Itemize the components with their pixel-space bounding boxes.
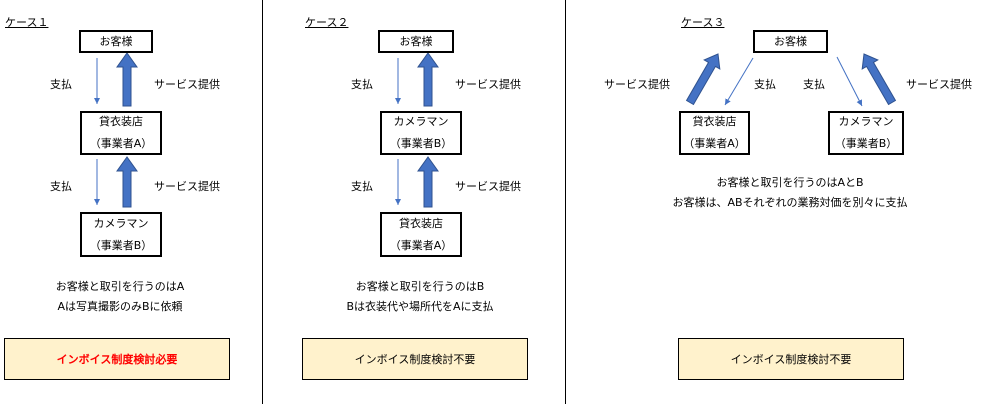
case2-service-label-2: サービス提供 bbox=[455, 180, 521, 193]
case2-service-arrow-2 bbox=[417, 156, 439, 208]
case2-customer-label: お客様 bbox=[399, 34, 433, 48]
case1-provider-b-role: （事業者B） bbox=[89, 238, 153, 252]
case1-pay-label-1: 支払 bbox=[50, 78, 72, 91]
case1-provider-b-name: カメラマン bbox=[93, 216, 149, 230]
case3-verdict-box: インボイス制度検討不要 bbox=[678, 338, 904, 380]
case3-customer-label: お客様 bbox=[774, 34, 807, 48]
case1-provider-a-name: 貸衣装店 bbox=[99, 115, 143, 128]
case3-provider-b-box: カメラマン （事業者B） bbox=[828, 111, 904, 155]
column-divider-1 bbox=[262, 0, 263, 404]
case3-provider-b-role: （事業者B） bbox=[834, 137, 898, 150]
case1-provider-b-box: カメラマン （事業者B） bbox=[80, 212, 162, 257]
case2-provider-b-box: カメラマン （事業者B） bbox=[380, 111, 462, 155]
case2-verdict-box: インボイス制度検討不要 bbox=[302, 338, 528, 380]
case1-service-arrow-2 bbox=[116, 156, 138, 208]
case2-pay-label-1: 支払 bbox=[351, 78, 373, 91]
case2-provider-a-name: 貸衣装店 bbox=[399, 216, 443, 230]
case1-caption-line-1: お客様と取引を行うのはA bbox=[55, 280, 185, 293]
case3-caption-line-2: お客様は、ABそれぞれの業務対価を別々に支払 bbox=[672, 196, 908, 209]
case3-service-label-left: サービス提供 bbox=[604, 78, 670, 91]
case3-pay-arrow-right bbox=[836, 56, 863, 107]
case2-provider-a-role: （事業者A） bbox=[389, 238, 453, 252]
case1-verdict-box: インボイス制度検討必要 bbox=[4, 338, 230, 380]
column-divider-2 bbox=[565, 0, 566, 404]
case3-customer-box: お客様 bbox=[753, 30, 828, 53]
case3-provider-a-box: 貸衣装店 （事業者A） bbox=[679, 111, 750, 155]
case2-provider-a-box: 貸衣装店 （事業者A） bbox=[380, 212, 462, 257]
case2-caption-line-2: Bは衣装代や場所代をAに支払 bbox=[346, 300, 494, 313]
case2-caption: お客様と取引を行うのはB Bは衣装代や場所代をAに支払 bbox=[315, 277, 525, 317]
case1-caption-line-2: Aは写真撮影のみBに依頼 bbox=[57, 300, 183, 313]
case1-service-label-2: サービス提供 bbox=[154, 180, 220, 193]
case3-provider-a-role: （事業者A） bbox=[683, 137, 746, 150]
case2-service-arrow-1 bbox=[417, 52, 439, 107]
case2-title: ケース２ bbox=[305, 16, 349, 29]
case2-service-label-1: サービス提供 bbox=[455, 78, 521, 91]
case3-pay-label-left: 支払 bbox=[754, 78, 776, 91]
case3-service-label-right: サービス提供 bbox=[906, 78, 972, 91]
case1-service-arrow-1 bbox=[116, 52, 138, 107]
case1-customer-box: お客様 bbox=[79, 30, 153, 53]
case1-title: ケース１ bbox=[5, 16, 49, 29]
case2-customer-box: お客様 bbox=[378, 30, 454, 53]
case3-pay-arrow-left bbox=[724, 57, 754, 106]
case1-caption: お客様と取引を行うのはA Aは写真撮影のみBに依頼 bbox=[20, 277, 220, 317]
case1-provider-a-role: （事業者A） bbox=[89, 137, 153, 150]
case3-service-arrow-right bbox=[861, 53, 897, 106]
case3-caption-line-1: お客様と取引を行うのはAとB bbox=[716, 176, 864, 189]
case3-provider-a-name: 貸衣装店 bbox=[692, 115, 737, 128]
case2-provider-b-name: カメラマン bbox=[393, 115, 449, 128]
case2-provider-b-role: （事業者B） bbox=[389, 137, 453, 150]
case3-title: ケース３ bbox=[681, 16, 725, 29]
case1-customer-label: お客様 bbox=[99, 34, 133, 48]
case3-service-arrow-left bbox=[685, 53, 721, 106]
case3-pay-label-right: 支払 bbox=[803, 78, 825, 91]
case3-caption: お客様と取引を行うのはAとB お客様は、ABそれぞれの業務対価を別々に支払 bbox=[640, 173, 940, 213]
case2-caption-line-1: お客様と取引を行うのはB bbox=[355, 280, 485, 293]
case2-pay-label-2: 支払 bbox=[351, 180, 373, 193]
case1-service-label-1: サービス提供 bbox=[154, 78, 220, 91]
case3-provider-b-name: カメラマン bbox=[838, 115, 894, 128]
case1-provider-a-box: 貸衣装店 （事業者A） bbox=[80, 111, 162, 155]
case1-pay-label-2: 支払 bbox=[50, 180, 72, 193]
